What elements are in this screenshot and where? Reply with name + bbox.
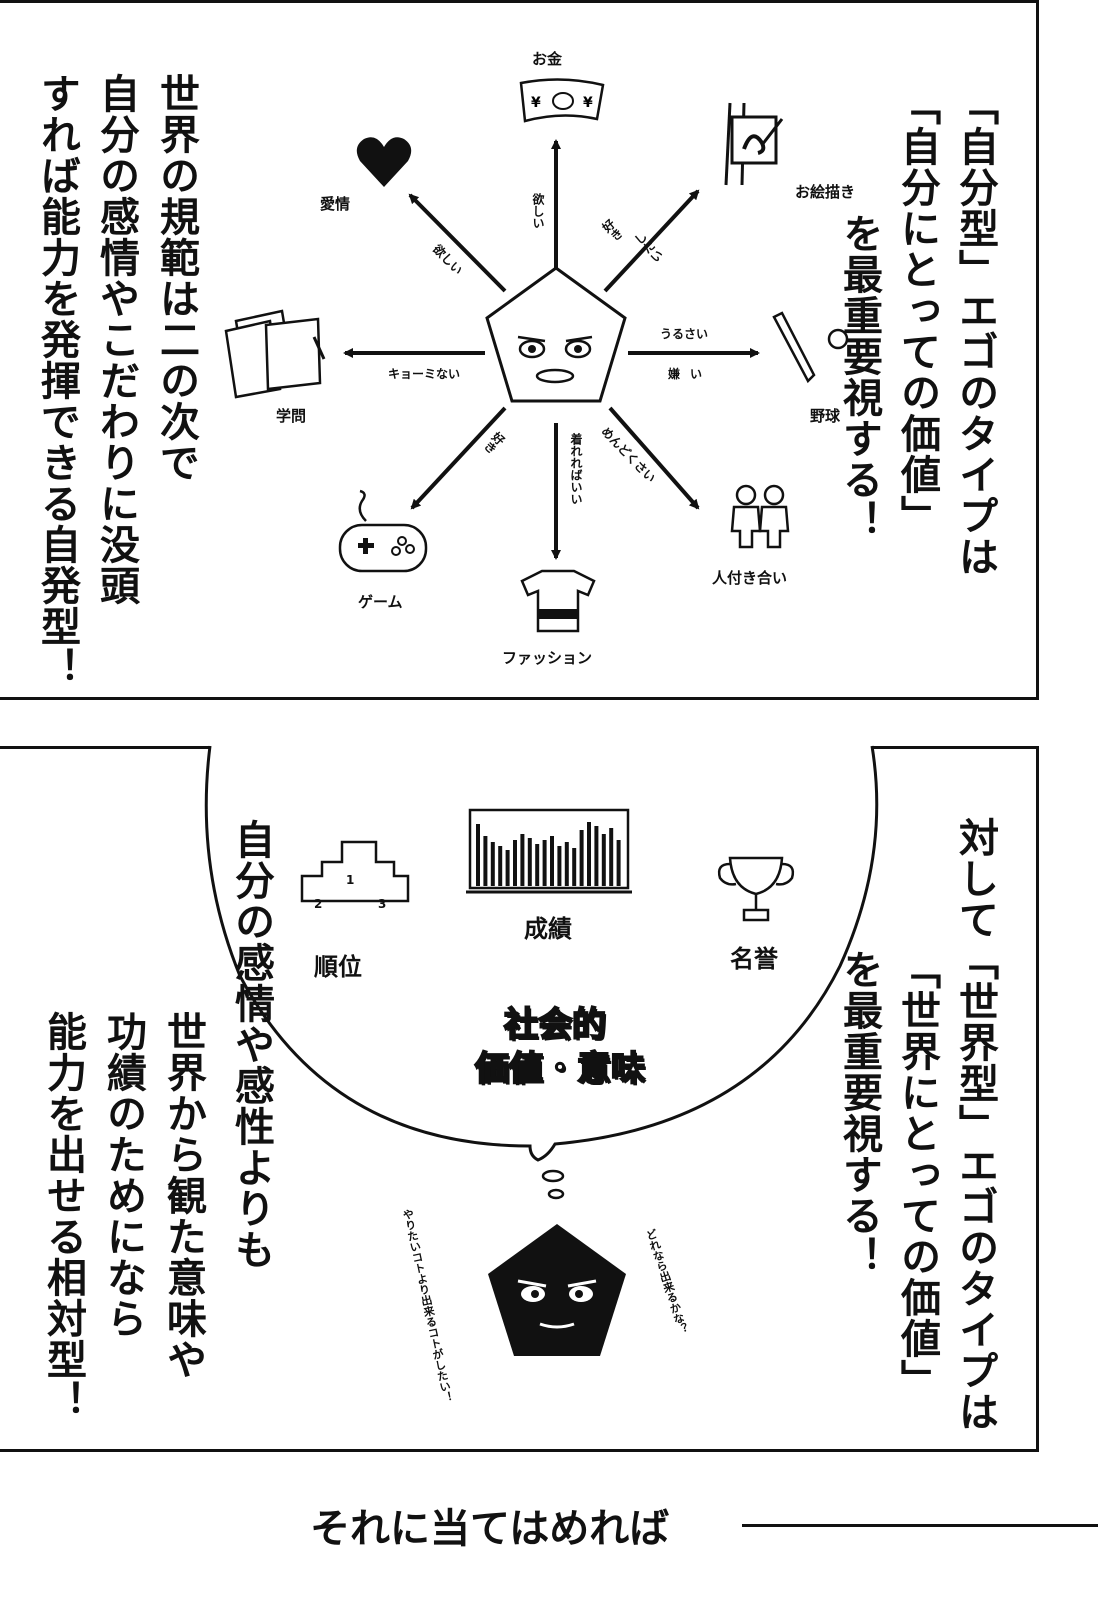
bubble-center-title-2: 価値・意味 <box>474 1048 646 1090</box>
top-left-line-2: 自分の感情やこだわりに没頭 <box>93 73 139 606</box>
dark-pentagon-face-icon <box>488 1224 626 1356</box>
grades-bar <box>498 846 503 886</box>
bubble-grades: 成績 <box>524 915 572 943</box>
bubble-honor: 名誉 <box>730 945 778 973</box>
bubble-center-title-1: 社会的 <box>503 1004 607 1046</box>
grades-bar <box>476 824 480 886</box>
top-panel: 「自分型」エゴのタイプは 「自分にとっての価値」 を最重要視する！ 世界の規範は… <box>0 0 1039 700</box>
top-left-line-1: 世界の規範は二の次で <box>153 73 199 483</box>
bottom-right-line-3: を最重要視する！ <box>836 949 882 1277</box>
grades-bar <box>520 834 525 886</box>
top-right-line-1: 「自分型」エゴのタイプは <box>952 85 998 577</box>
item-baseball: 野球 <box>810 407 841 425</box>
arrow-love <box>408 193 507 293</box>
svg-text:¥: ¥ <box>531 95 541 111</box>
bubble-ranking: 順位 <box>314 953 362 981</box>
footer-text: それに当てはめれば <box>310 1506 670 1552</box>
grades-bar <box>594 826 599 886</box>
pentagon-face-icon <box>485 266 627 403</box>
item-study: 学問 <box>276 407 307 425</box>
game-controller-icon <box>338 489 428 573</box>
grades-chart-icon <box>466 808 632 894</box>
grades-bar <box>564 842 569 886</box>
arrow-label-baseball-b: 嫌い <box>668 367 713 381</box>
item-game: ゲーム <box>358 593 403 611</box>
arrow-drawing <box>603 189 700 293</box>
footer-rule <box>742 1524 1098 1527</box>
bottom-right-line-2: 「世界にとっての価値」 <box>894 949 940 1400</box>
bottom-left-line-2: 世界から観た意味や <box>160 1011 206 1380</box>
bottom-panel: 1 2 3 順位 成績 名誉 社会的 価値・意味 やりたいコトより出来るコトがし… <box>0 745 1039 1452</box>
grades-bar <box>579 830 584 886</box>
arrow-label-fashion: 着れればいい <box>569 433 583 505</box>
bottom-left-line-3: 功績のためになら <box>100 1011 146 1339</box>
podium-second: 2 <box>314 897 323 911</box>
grades-bar <box>535 844 540 886</box>
arrow-label-baseball-a: うるさい <box>660 327 709 341</box>
podium-third: 3 <box>378 897 387 911</box>
thought-bubble <box>204 745 879 1356</box>
grades-bar <box>616 840 621 886</box>
grades-bar <box>557 846 562 886</box>
people-icon <box>730 484 790 549</box>
grades-bar <box>483 836 488 886</box>
bottom-left-line-1: 自分の感情や感性よりも <box>228 819 274 1270</box>
top-right-line-2: 「自分にとっての価値」 <box>894 85 940 536</box>
item-relationships: 人付き合い <box>712 569 788 587</box>
grades-bar <box>490 842 495 886</box>
grades-bar <box>542 840 547 886</box>
arrow-game <box>410 406 507 510</box>
grades-bar <box>527 838 532 886</box>
heart-icon <box>356 137 412 187</box>
grades-bar <box>550 836 554 886</box>
podium-icon <box>300 840 410 903</box>
footer-caption: それに当てはめれば <box>310 1486 1100 1566</box>
bottom-right-line-1: 対して「世界型」エゴのタイプは <box>952 817 998 1432</box>
grades-bar <box>587 822 591 886</box>
money-icon: ¥ ¥ <box>519 78 605 123</box>
bottom-left-line-4: 能力を出せる相対型！ <box>40 1011 86 1421</box>
easel-icon <box>724 102 784 186</box>
item-drawing: お絵描き <box>795 183 856 201</box>
item-fashion: ファッション <box>502 649 593 667</box>
grades-bar <box>572 848 577 886</box>
arrow-label-study: キョーミない <box>388 367 461 381</box>
top-right-line-3: を最重要視する！ <box>836 213 882 541</box>
grades-bar <box>505 850 510 886</box>
svg-text:¥: ¥ <box>583 95 593 111</box>
grades-bar <box>609 828 614 886</box>
grades-bar <box>601 834 606 886</box>
ego-diagram-arrows <box>343 139 760 560</box>
trophy-icon <box>717 856 795 922</box>
arrow-label-money: 欲しい <box>531 193 545 229</box>
top-left-line-3: すれば能力を発揮できる自発型！ <box>34 73 80 688</box>
books-icon <box>224 309 326 399</box>
arrow-relationships <box>608 406 700 510</box>
podium-first: 1 <box>346 873 355 887</box>
item-money: お金 <box>532 50 563 68</box>
baseball-icon <box>772 311 849 384</box>
item-love: 愛情 <box>320 195 351 213</box>
shirt-icon <box>520 569 596 633</box>
grades-bar <box>513 840 517 886</box>
